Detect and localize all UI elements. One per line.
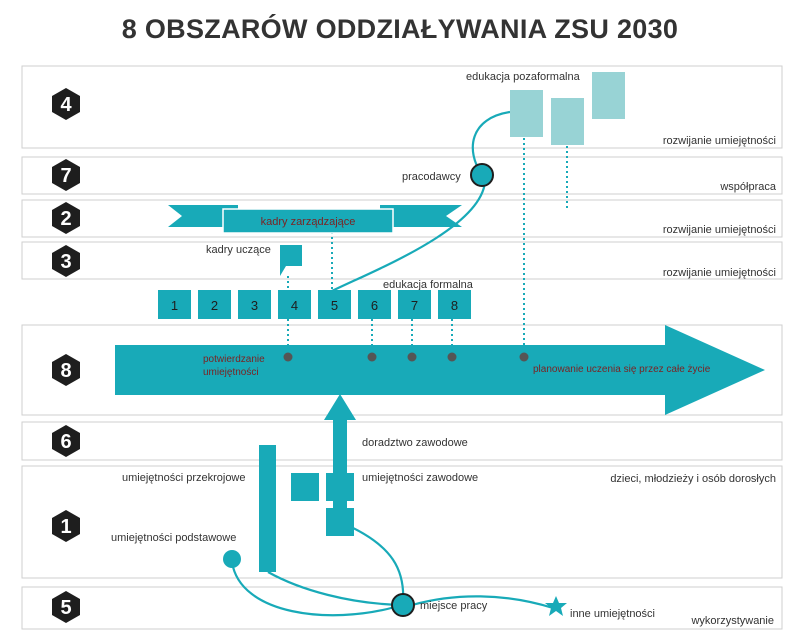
pozaformalna-square <box>551 98 584 145</box>
timeline-number: 1 <box>171 298 178 313</box>
curve-podstawowe-miejsce <box>230 561 396 617</box>
timeline-box: 3 <box>238 290 271 319</box>
label-inne: inne umiejętności <box>570 608 655 620</box>
timeline-box: 6 <box>358 290 391 319</box>
hexagon-icon: 2 <box>52 202 80 234</box>
row-right-label: wykorzystywanie <box>690 615 774 627</box>
row-box-6 <box>21 421 783 461</box>
ribbon-banner-icon <box>168 205 462 234</box>
row-boxes <box>21 65 783 630</box>
zawodowe-square <box>291 473 319 501</box>
row-number: 2 <box>60 208 71 230</box>
row-right-label: rozwijanie umiejętności <box>663 224 776 236</box>
timeline-number: 5 <box>331 298 338 313</box>
circle-icon <box>367 352 377 362</box>
label-edukacja-pozaformalna: edukacja pozaformalna <box>466 71 581 83</box>
circle-icon <box>407 352 417 362</box>
row-number: 8 <box>60 360 71 382</box>
star-icon <box>545 596 567 616</box>
timeline-box: 7 <box>398 290 431 319</box>
circle-icon <box>391 593 415 617</box>
zawodowe-square <box>326 473 354 501</box>
arrow-dots <box>283 352 529 362</box>
label-przekrojowe: umiejętności przekrojowe <box>122 472 246 484</box>
row-number: 5 <box>60 597 71 619</box>
timeline-number: 8 <box>451 298 458 313</box>
przekrojowe-bar <box>259 445 276 572</box>
circle-icon <box>283 352 293 362</box>
hexagon-icon: 1 <box>52 510 80 542</box>
row-right-label: współpraca <box>719 181 777 193</box>
timeline-number: 2 <box>211 298 218 313</box>
label-podstawowe: umiejętności podstawowe <box>111 532 236 544</box>
pozaformalna-square <box>592 72 625 119</box>
timeline-number: 3 <box>251 298 258 313</box>
timeline-boxes: 1 2 3 4 5 6 7 8 <box>158 290 471 319</box>
label-kadry-zarzadzajace: kadry zarządzające <box>261 216 356 228</box>
row-box-8 <box>21 324 783 416</box>
circle-icon <box>447 352 457 362</box>
label-pracodawcy: pracodawcy <box>402 171 461 183</box>
circle-icon <box>470 163 494 187</box>
row-box-4 <box>21 65 783 149</box>
timeline-number: 4 <box>291 298 298 313</box>
timeline-box: 1 <box>158 290 191 319</box>
hexagon-icon: 7 <box>52 159 80 191</box>
row-number: 7 <box>60 165 71 187</box>
pozaformalna-squares <box>510 72 625 145</box>
hexagon-icon: 6 <box>52 425 80 457</box>
curve-przekrojowe-miejsce <box>267 571 404 607</box>
row-right-labels: rozwijanie umiejętności współpraca rozwi… <box>610 135 777 627</box>
timeline-box: 2 <box>198 290 231 319</box>
zawodowe-square <box>326 508 354 536</box>
row-number: 4 <box>60 94 72 116</box>
row-right-label: dzieci, młodzieży i osób dorosłych <box>610 473 776 485</box>
pozaformalna-square <box>510 90 543 137</box>
hexagon-icon: 8 <box>52 354 80 386</box>
dotted-lines <box>287 138 568 355</box>
row-right-label: rozwijanie umiejętności <box>663 135 776 147</box>
timeline-number: 7 <box>411 298 418 313</box>
row-number: 3 <box>60 251 71 273</box>
label-miejsce-pracy: miejsce pracy <box>420 600 488 612</box>
hexagon-icon: 3 <box>52 245 80 277</box>
arrow-up-icon <box>324 394 356 508</box>
label-edukacja-formalna: edukacja formalna <box>383 279 474 291</box>
hexagon-icon: 4 <box>52 88 80 120</box>
curve-pracodawcy-formalna <box>329 181 487 293</box>
label-doradztwo: doradztwo zawodowe <box>362 437 468 449</box>
label-kadry-uczace: kadry uczące <box>206 244 271 256</box>
hexagon-icon: 5 <box>52 591 80 623</box>
connector-curves <box>230 110 554 617</box>
circle-icon <box>519 352 529 362</box>
row-box-7 <box>21 156 783 195</box>
circle-icon <box>223 550 241 568</box>
timeline-number: 6 <box>371 298 378 313</box>
label-zawodowe: umiejętności zawodowe <box>362 472 478 484</box>
page-title: 8 OBSZARÓW ODDZIAŁYWANIA ZSU 2030 <box>121 14 679 44</box>
label-potwierdzanie-2: umiejętności <box>203 367 259 378</box>
row-number: 6 <box>60 431 71 453</box>
label-planowanie: planowanie uczenia się przez całe życie <box>533 364 711 375</box>
row-hexagons: 4 7 2 3 8 6 1 5 <box>52 88 80 623</box>
flag-icon <box>280 245 302 276</box>
label-potwierdzanie: potwierdzanie <box>203 354 265 365</box>
row-box-3 <box>21 241 783 280</box>
lifelong-learning-arrow <box>115 325 765 415</box>
row-number: 1 <box>60 516 71 538</box>
row-right-label: rozwijanie umiejętności <box>663 267 776 279</box>
timeline-box: 8 <box>438 290 471 319</box>
curve-miejsce-inne <box>411 595 554 610</box>
row-box-2 <box>21 199 783 238</box>
timeline-box: 4 <box>278 290 311 319</box>
timeline-box: 5 <box>318 290 351 319</box>
